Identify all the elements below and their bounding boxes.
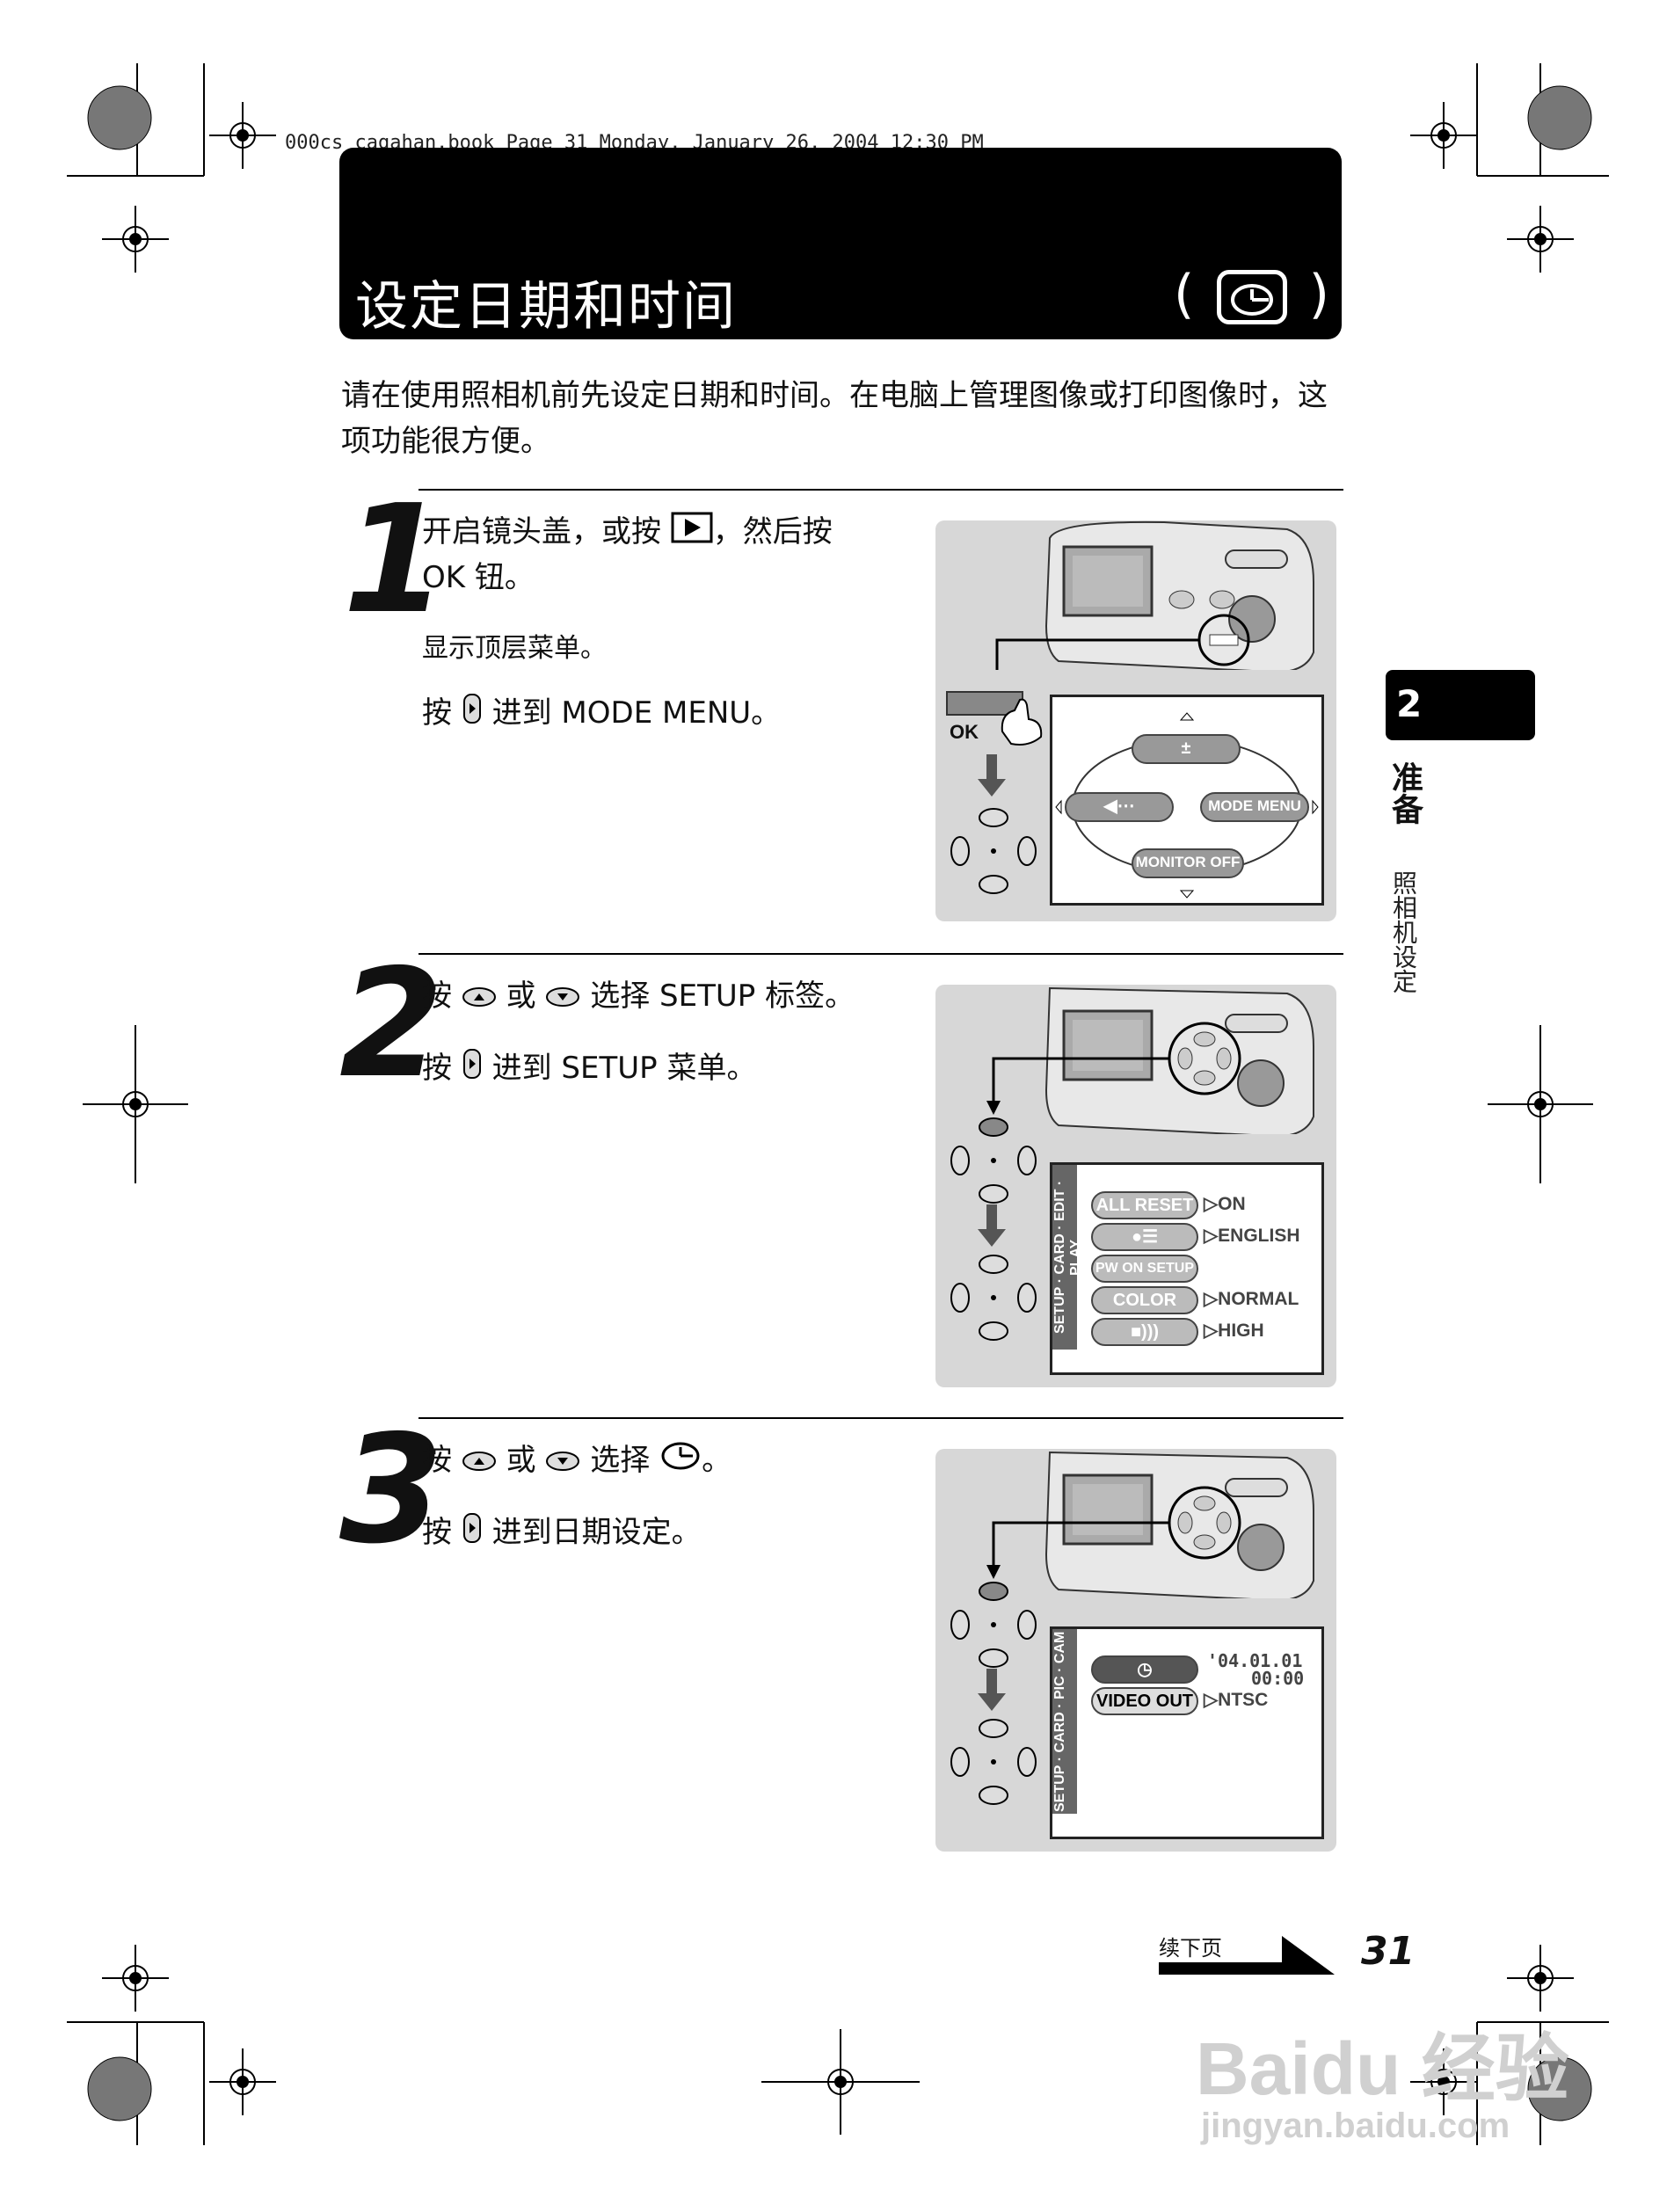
intro-text: 请在使用照相机前先设定日期和时间。在电脑上管理图像或打印图像时，这项功能很方便。 — [341, 378, 1328, 459]
header-paren-close: ) — [1308, 264, 1329, 325]
hand-icon — [1001, 698, 1043, 746]
step2-line2: 按 进到 SETUP 菜单。 — [422, 1046, 756, 1092]
video-out-value: ▷NTSC — [1204, 1690, 1269, 1710]
down-button-icon — [545, 976, 580, 1020]
step3-line1: 按 或 选择 。 — [422, 1438, 914, 1484]
page-title: 设定日期和时间 — [355, 276, 737, 338]
right-arrow-button-icon — [462, 1512, 483, 1556]
color-value: ▷NORMAL — [1204, 1289, 1299, 1309]
dpad-right-icon — [950, 1719, 1037, 1805]
page-number: 31 — [1361, 1929, 1416, 1974]
camera-back-1 — [995, 520, 1314, 670]
down-arrow-icon — [978, 754, 1006, 797]
dpad-right-icon — [950, 1255, 1037, 1341]
step1-rule — [418, 489, 1343, 491]
color-label: COLOR — [1091, 1286, 1198, 1314]
language-label: ●☰ — [1091, 1223, 1198, 1251]
continued-label: 续下页 — [1159, 1936, 1222, 1961]
illus1-screen: ± ◀⋯ MODE MENU MONITOR OFF — [1050, 695, 1324, 906]
monitor-off-option: MONITOR OFF — [1132, 848, 1244, 878]
camera-back-2 — [986, 986, 1314, 1134]
step1-number: 1 — [343, 473, 448, 647]
ok-label: OK — [950, 721, 979, 743]
header-paren-open: ( — [1174, 264, 1195, 325]
down-arrow-icon — [978, 1204, 1006, 1247]
camera-back-3 — [986, 1451, 1314, 1598]
dpad-up-icon — [950, 1582, 1037, 1668]
dpad-up-icon — [950, 1117, 1037, 1204]
step2-rule — [418, 953, 1343, 955]
time-value: 00:00 — [1251, 1668, 1305, 1689]
step2-line1: 按 或 选择 SETUP 标签。 — [422, 974, 914, 1020]
setup-tab-column: SETUP · CARD · EDIT · PLAY — [1052, 1165, 1083, 1350]
drive-mode-option: ◀⋯ — [1065, 792, 1174, 822]
mode-menu-option: MODE MENU — [1200, 792, 1309, 822]
right-arrow-button-icon — [462, 1048, 483, 1092]
chapter-tab: 2 — [1386, 670, 1535, 740]
continue-arrow-icon — [1159, 1936, 1335, 1975]
up-button-icon — [462, 976, 497, 1020]
step1-line3: 按 进到 MODE MENU。 — [422, 691, 781, 737]
illus1-panel: OK ± ◀⋯ MODE MENU MONITOR OFF — [935, 520, 1336, 921]
watermark-brand: Baidu 经验 — [1196, 2027, 1569, 2110]
illus2-screen: SETUP · CARD · EDIT · PLAY ALL RESET ▷ON… — [1050, 1162, 1324, 1375]
video-out-label: VIDEO OUT — [1091, 1687, 1198, 1715]
step3-rule — [418, 1417, 1343, 1419]
setup-tab-column: SETUP · CARD · PIC · CAM — [1052, 1629, 1077, 1814]
header-bar — [339, 148, 1342, 339]
clock-icon — [1216, 270, 1287, 325]
all-reset-label: ALL RESET — [1091, 1191, 1198, 1219]
down-arrow-icon — [978, 1669, 1006, 1711]
illus3-screen: SETUP · CARD · PIC · CAM ◷ '04.01.01 00:… — [1050, 1626, 1324, 1839]
chapter-section: 准备 — [1387, 761, 1423, 825]
clock-icon — [659, 1440, 702, 1484]
date-value: '04.01.01 — [1207, 1650, 1303, 1671]
pw-on-setup-label: PW ON SETUP — [1091, 1255, 1198, 1283]
step3-line2: 按 进到日期设定。 — [422, 1510, 702, 1556]
beep-value: ▷HIGH — [1204, 1321, 1264, 1341]
play-icon — [671, 512, 713, 556]
step1-instruction: 开启镜头盖，或按 ，然后按 OK 钮。 — [422, 510, 914, 600]
chapter-subsection: 照相机设定 — [1389, 870, 1418, 993]
header-clock: ( ) — [1174, 264, 1329, 325]
dpad-icon — [950, 808, 1037, 894]
step2-number: 2 — [339, 937, 444, 1111]
clock-option-selected: ◷ — [1091, 1655, 1198, 1684]
right-arrow-button-icon — [462, 693, 483, 737]
all-reset-value: ▷ON — [1204, 1194, 1246, 1214]
illus2-panel: SETUP · CARD · EDIT · PLAY ALL RESET ▷ON… — [935, 985, 1336, 1387]
down-button-icon — [545, 1440, 580, 1484]
up-button-icon — [462, 1440, 497, 1484]
step3-number: 3 — [339, 1403, 444, 1577]
step1-note: 显示顶层菜单。 — [422, 633, 607, 664]
language-value: ▷ENGLISH — [1204, 1226, 1300, 1246]
illus3-panel: SETUP · CARD · PIC · CAM ◷ '04.01.01 00:… — [935, 1449, 1336, 1852]
beep-label: ■))) — [1091, 1318, 1198, 1346]
watermark-url: jingyan.baidu.com — [1201, 2106, 1510, 2145]
exposure-comp-option: ± — [1132, 734, 1241, 764]
